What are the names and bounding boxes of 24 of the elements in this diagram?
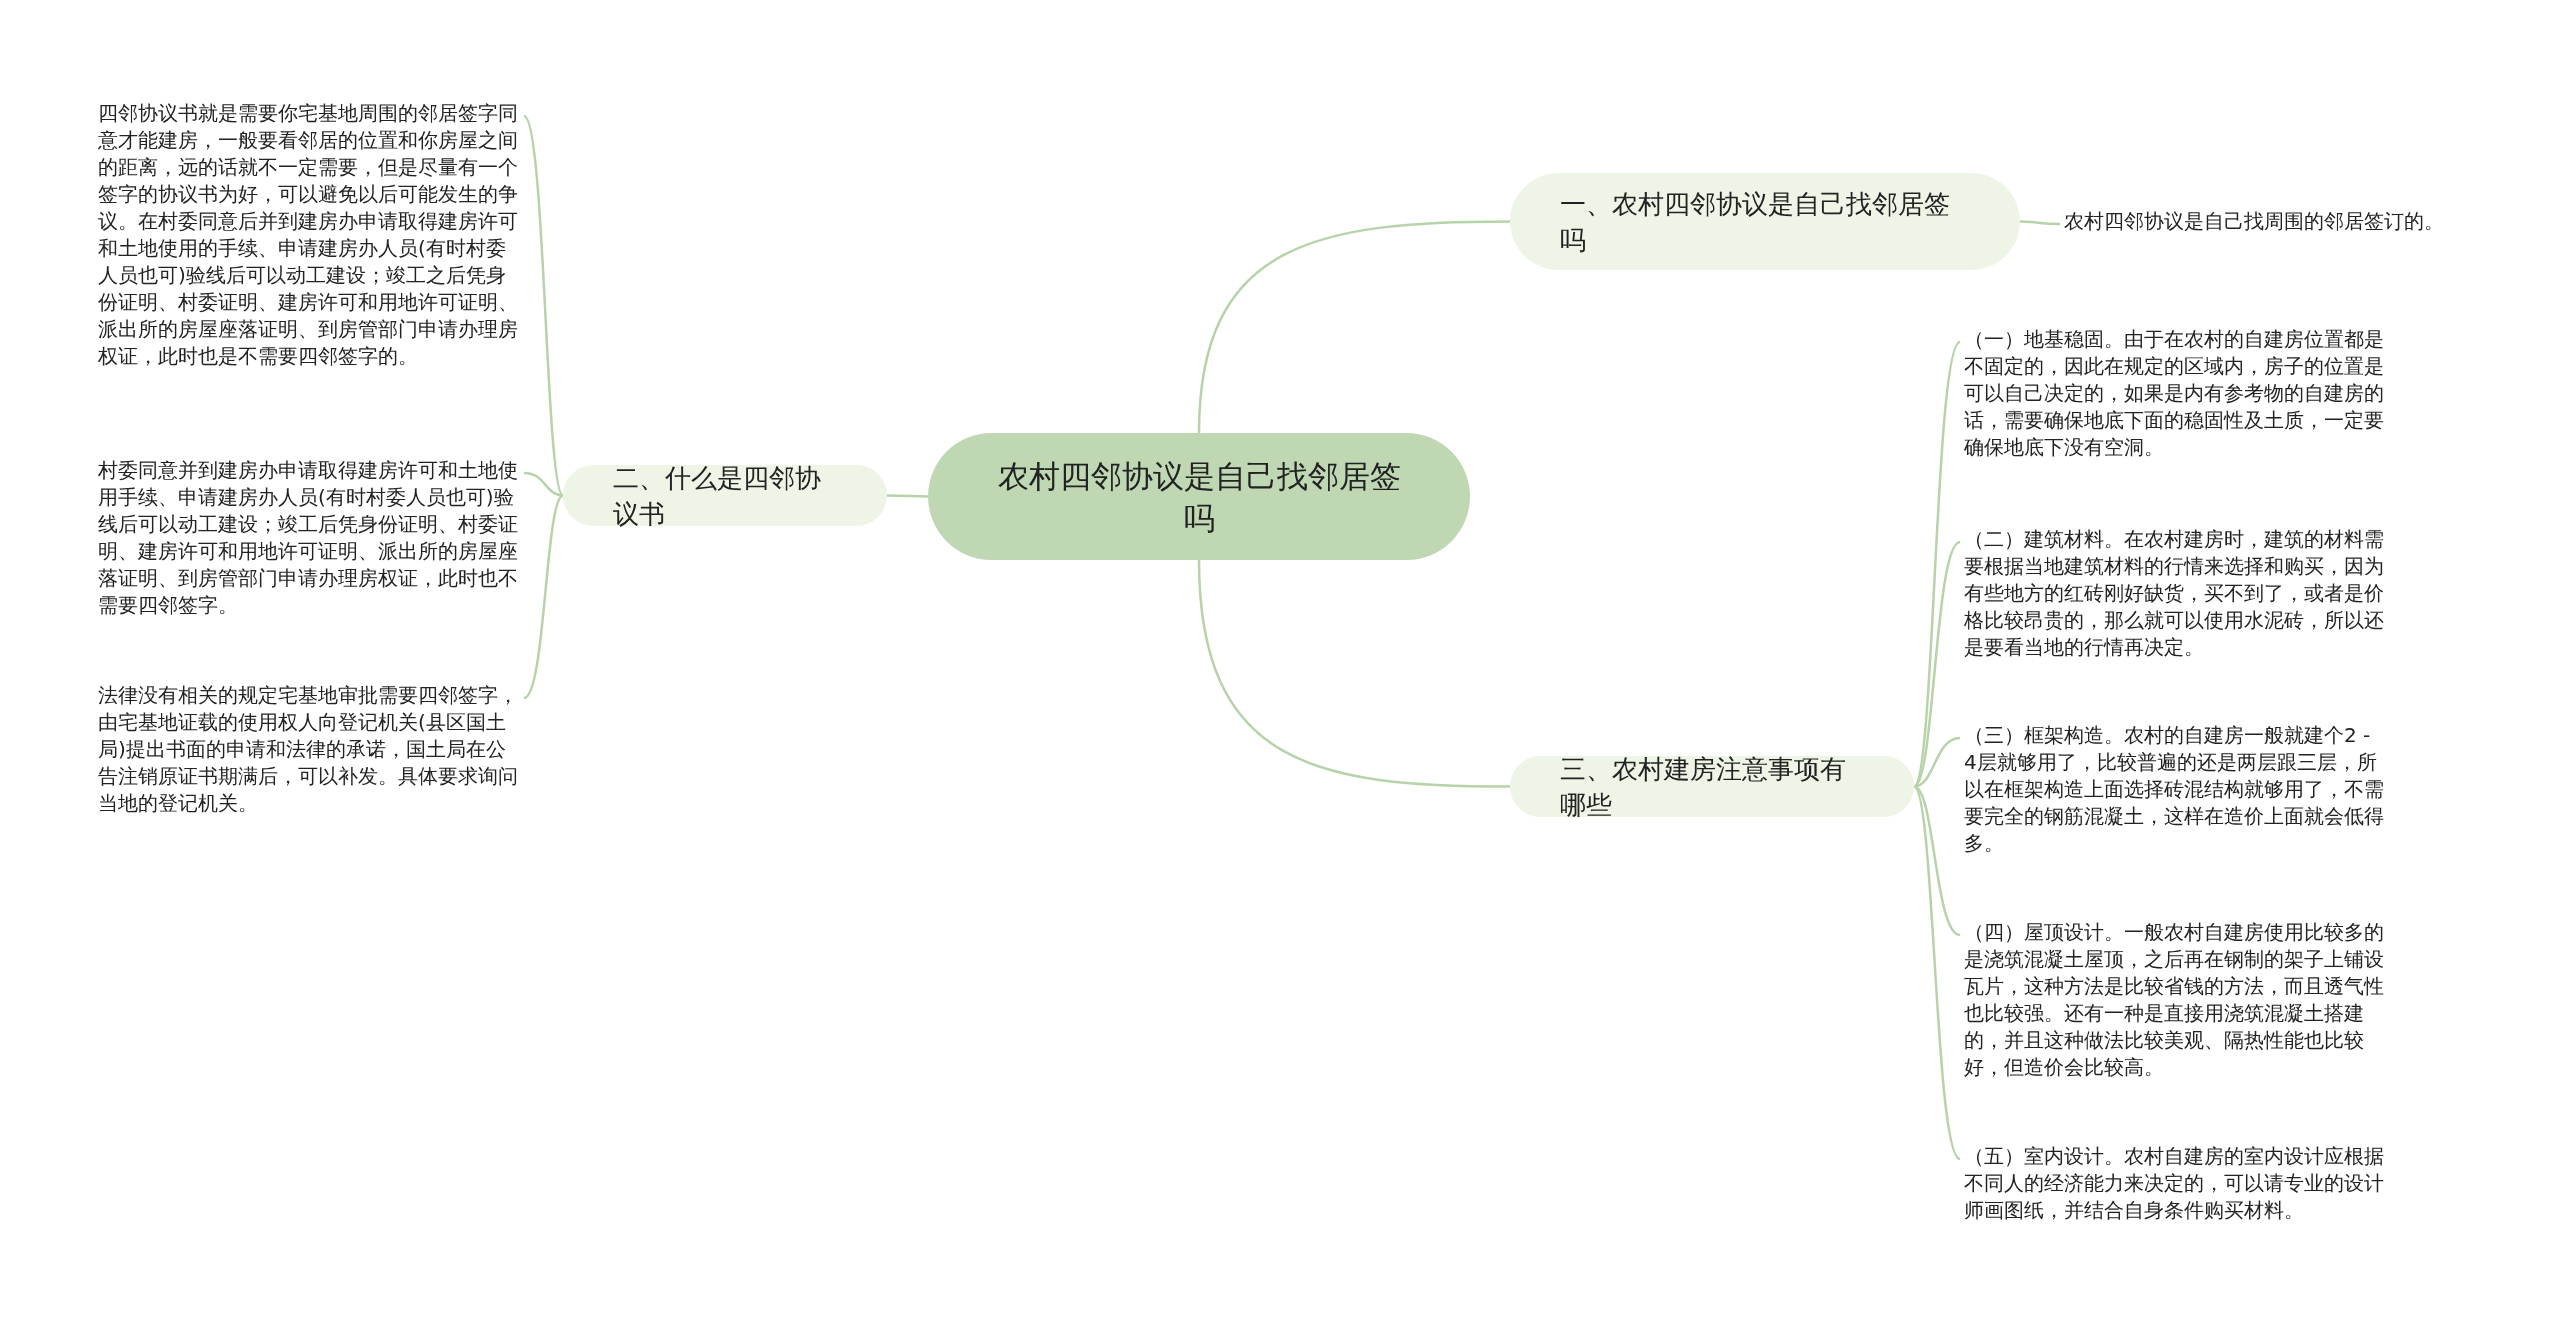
connector-line [1912, 341, 1962, 788]
topic-pill: 二、什么是四邻协议书 [563, 465, 887, 526]
connector-line [2020, 220, 2060, 226]
note-text: （一）地基稳固。由于在农村的自建房位置都是不固定的，因此在规定的区域内，房子的位置是可以自己决定的，如果是内有参考物的自建房的话，需要确保地底下面的稳固性及土质，一定要确保地底下没有空洞。 [1960, 324, 2390, 463]
connector-line [1913, 541, 1961, 788]
note-text: （四）屋顶设计。一般农村自建房使用比较多的是浇筑混凝土屋顶，之后再在钢制的架子上铺设瓦片，这种方法是比较省钱的方法，而且透气性也比较强。还有一种是直接用浇筑混凝土搭建的，并且这种做法比较美观、隔热性能也比较好，但造价会比较高。 [1960, 917, 2390, 1083]
note-text: （五）室内设计。农村自建房的室内设计应根据不同人的经济能力来决定的，可以请专业的设计师画图纸，并结合自身条件购买材料。 [1960, 1141, 2390, 1226]
note-text: 农村四邻协议是自己找周围的邻居签订的。 [2060, 206, 2480, 237]
note-text: 村委同意并到建房办申请取得建房许可和土地使用手续、申请建房办人员(有时村委人员也可)验线后可以动工建设；竣工后凭身份证明、村委证明、建房许可和用地许可证明、派出所的房屋座落证明、到房管部门申请办理房权证，此时也不需要四邻签字。 [94, 455, 524, 621]
central-topic-box: 农村四邻协议是自己找邻居签吗 [928, 433, 1470, 560]
connector-line [887, 494, 928, 498]
connector-line [1913, 785, 1961, 937]
connector-line [523, 471, 564, 497]
note-text: （二）建筑材料。在农村建房时，建筑的材料需要根据当地建筑材料的行情来选择和购买，因为有些地方的红砖刚好缺货，买不到了，或者是价格比较昂贵的，那么就可以使用水泥砖，所以还是要看当地的行情再决定。 [1960, 524, 2390, 663]
connector-line [1197, 559, 1510, 788]
topic-pill: 一、农村四邻协议是自己找邻居签吗 [1510, 173, 2020, 270]
note-text: 法律没有相关的规定宅基地审批需要四邻签字，由宅基地证载的使用权人向登记机关(县区国土局)提出书面的申请和法律的承诺，国土局在公告注销原证书期满后，可以补发。具体要求询问当地的登记机关。 [94, 680, 524, 819]
connector-line [522, 115, 565, 497]
note-text: 四邻协议书就是需要你宅基地周围的邻居签字同意才能建房，一般要看邻居的位置和你房屋之间的距离，远的话就不一定需要，但是尽量有一个签字的协议书为好，可以避免以后可能发生的争议。在村委同意后并到建房办申请取得建房许可和土地使用的手续、申请建房办人员(有时村委人员也可)验线后可以动工建设；竣工之后凭身份证明、村委证明、建房许可和用地许可证明、派出所的房屋座落证明、到房管部门申请办理房权证，此时也是不需要四邻签字的。 [94, 98, 524, 372]
note-text: （三）框架构造。农村的自建房一般就建个2 - 4层就够用了，比较普遍的还是两层跟三层，所以在框架构造上面选择砖混结构就够用了，不需要完全的钢筋混凝土，这样在造价上面就会低得多。 [1960, 720, 2390, 859]
connector-line [1912, 785, 1961, 1160]
topic-pill: 三、农村建房注意事项有哪些 [1510, 756, 1914, 817]
connector-line [1197, 220, 1510, 434]
connector-line [523, 494, 564, 699]
